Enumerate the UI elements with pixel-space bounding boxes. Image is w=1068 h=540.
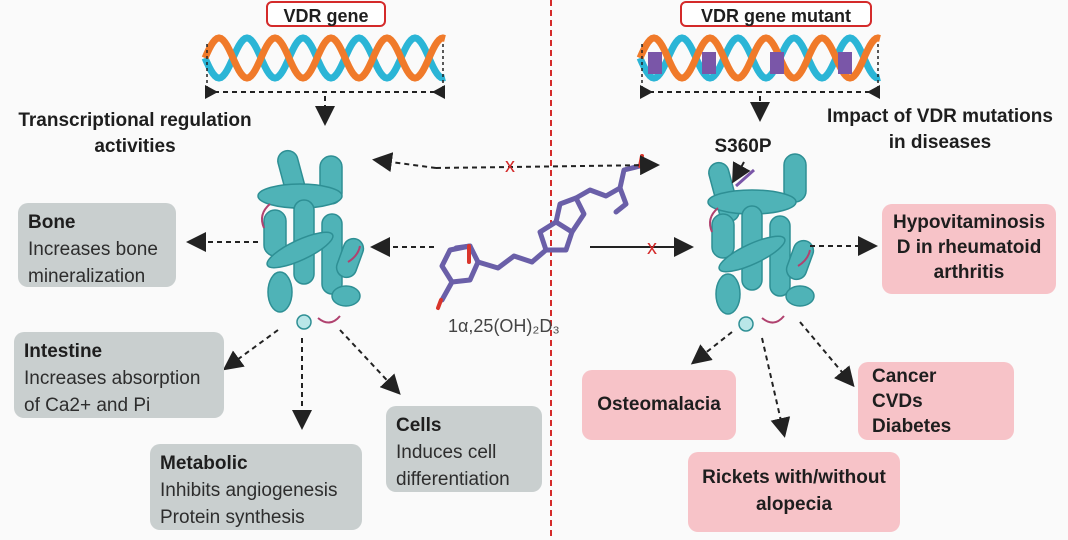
intestine-effect-box: Intestine Increases absorption of Ca2+ a… [14, 332, 224, 418]
right-heading: Impact of VDR mutations in diseases [812, 104, 1068, 156]
right-heading-line-2: in diseases [888, 132, 992, 153]
ligand-molecule-icon [436, 154, 644, 310]
osteomalacia-line-1: Osteomalacia [597, 394, 721, 415]
blocked-marker-lower: x [647, 237, 657, 259]
mutant-vdr-protein-icon [707, 153, 815, 332]
ligand-label: 1α,25(OH)₂D₃ [448, 316, 560, 336]
vdr-protein-icon [257, 149, 365, 330]
dna-helix-icon [201, 34, 446, 99]
right-heading-line-1: Impact of VDR mutations [827, 106, 1053, 127]
hypovitaminosis-line-3: arthritis [933, 262, 1005, 283]
diabetes-line: Diabetes [872, 416, 952, 437]
left-heading-line-2: activities [94, 136, 176, 157]
metabolic-effect-box: Metabolic Inhibits angiogenesis Protein … [150, 444, 362, 530]
rickets-line-2: alopecia [755, 494, 833, 515]
metabolic-line-2: Protein synthesis [160, 507, 305, 528]
rickets-line-1: Rickets with/without [702, 467, 886, 488]
intestine-title: Intestine [24, 341, 103, 362]
mutation-label: S360P [714, 136, 772, 157]
bone-title: Bone [28, 212, 76, 233]
metabolic-title: Metabolic [160, 453, 248, 474]
intestine-line-2: of Ca2+ and Pi [24, 395, 151, 416]
vdr-gene-mutant-label: VDR gene mutant [680, 1, 872, 27]
dna-down-arrows [315, 96, 770, 126]
cells-effect-box: Cells Induces cell differentiation [386, 406, 542, 492]
vdr-gene-label: VDR gene [266, 1, 386, 27]
cells-line-1: Induces cell [396, 442, 497, 463]
intestine-line-1: Increases absorption [24, 368, 201, 389]
osteomalacia-box: Osteomalacia [582, 370, 736, 440]
interaction-arrows [186, 152, 878, 438]
bone-line-1: Increases bone [28, 239, 158, 260]
hypovitaminosis-box: Hypovitaminosis D in rheumatoid arthriti… [882, 204, 1056, 294]
bone-effect-box: Bone Increases bone mineralization [18, 203, 176, 287]
left-heading-line-1: Transcriptional regulation [18, 110, 252, 131]
mutation-pointer-arrow [732, 161, 751, 184]
left-heading: Transcriptional regulation activities [2, 108, 268, 160]
cancer-line: Cancer [872, 366, 937, 387]
mutant-dna-helix-icon [636, 34, 881, 99]
cancer-cvd-diabetes-box: Cancer CVDs Diabetes [858, 362, 1014, 440]
bone-line-2: mineralization [28, 266, 146, 287]
metabolic-line-1: Inhibits angiogenesis [160, 480, 338, 501]
cells-title: Cells [396, 415, 442, 436]
hypovitaminosis-line-1: Hypovitaminosis [892, 212, 1046, 233]
rickets-box: Rickets with/without alopecia [688, 452, 900, 532]
cvds-line: CVDs [872, 391, 923, 412]
cells-line-2: differentiation [396, 469, 510, 490]
hypovitaminosis-line-2: D in rheumatoid [896, 237, 1042, 258]
blocked-marker-upper: x [505, 155, 515, 177]
